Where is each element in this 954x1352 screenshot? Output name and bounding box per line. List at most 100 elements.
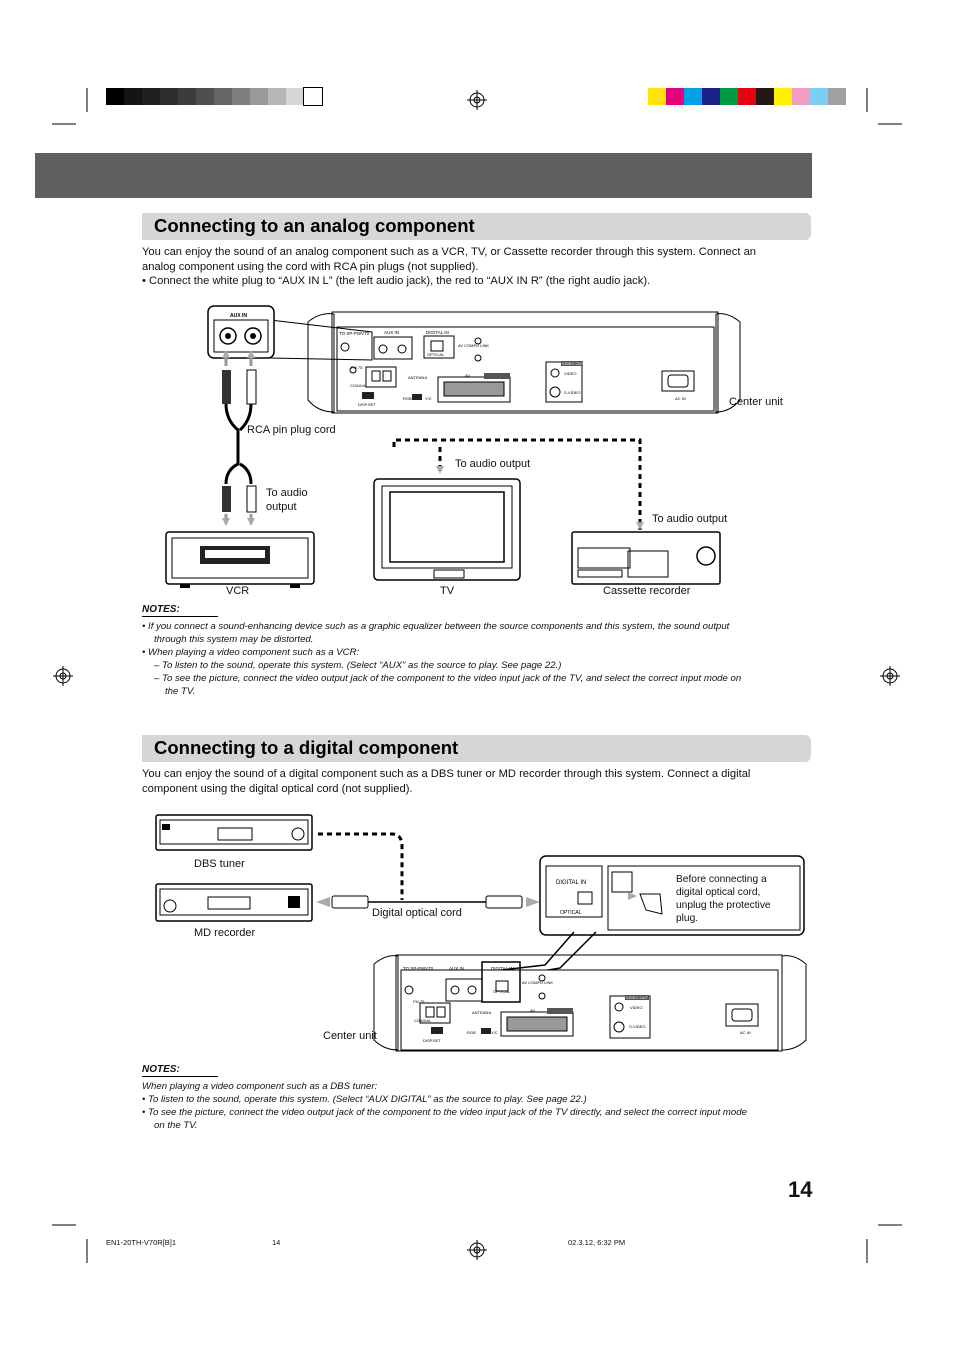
- color-swatch: [738, 88, 756, 105]
- svg-text:FM 75: FM 75: [413, 999, 425, 1004]
- vcr-audio-output-line-1: To audio: [266, 487, 308, 499]
- vcr-audio-output-label: To audio output: [266, 486, 308, 514]
- cassette-audio-output-label: To audio output: [652, 513, 728, 525]
- digital-section-bar: Connecting to a digital component: [142, 735, 811, 762]
- digital-note-1: • To listen to the sound, operate this s…: [142, 1094, 587, 1105]
- analog-intro-line-2: analog component using the cord with RCA…: [142, 260, 479, 273]
- footer-date: 02.3.12, 6:32 PM: [568, 1238, 626, 1247]
- svg-text:VIDEO: VIDEO: [564, 371, 576, 376]
- gray-swatch: [160, 88, 178, 105]
- svg-text:AV COMPU LINK: AV COMPU LINK: [458, 343, 489, 348]
- gray-swatch: [250, 88, 268, 105]
- analog-note-2a: – To listen to the sound, operate this s…: [154, 660, 562, 671]
- svg-text:OPTICAL: OPTICAL: [493, 989, 511, 994]
- digital-intro-line-2: component using the digital optical cord…: [142, 782, 413, 795]
- svg-text:AUX IN: AUX IN: [230, 313, 247, 319]
- svg-text:VIDEO OUT: VIDEO OUT: [626, 995, 649, 1000]
- header-band: [35, 153, 812, 198]
- gray-swatch: [286, 88, 304, 105]
- color-swatch: [720, 88, 738, 105]
- tv-audio-output-label: To audio output: [455, 458, 531, 470]
- rca-cord-label: RCA pin plug cord: [247, 424, 336, 436]
- md-recorder-label: MD recorder: [194, 927, 256, 939]
- analog-notes-rule: [142, 616, 218, 617]
- svg-text:OPTICAL: OPTICAL: [560, 910, 582, 916]
- gray-swatch: [142, 88, 160, 105]
- cassette-recorder-illustration: [571, 531, 721, 585]
- digital-notes-rule: [142, 1076, 218, 1077]
- digital-note-2-cont: on the TV.: [154, 1120, 198, 1131]
- color-swatch: [774, 88, 792, 105]
- aux-in-callout: AUX IN: [207, 305, 373, 361]
- gray-swatch: [124, 88, 142, 105]
- gray-swatch: [106, 88, 124, 105]
- digital-in-callout: DIGITAL IN OPTICAL: [501, 855, 805, 976]
- analog-note-2b-cont: the TV.: [165, 686, 196, 697]
- digital-notes-title: NOTES:: [142, 1064, 180, 1075]
- color-swatch: [810, 88, 828, 105]
- svg-text:RGB: RGB: [467, 1030, 476, 1035]
- digital-note-2: • To see the picture, connect the video …: [142, 1107, 747, 1118]
- analog-section-title: Connecting to an analog component: [154, 215, 475, 236]
- color-swatch: [666, 88, 684, 105]
- footer-page: 14: [272, 1238, 281, 1247]
- vcr-audio-output-line-2: output: [266, 501, 297, 513]
- tv-dashed-line: [392, 438, 642, 447]
- gray-swatch: [178, 88, 196, 105]
- center-unit-label-digital: Center unit: [323, 1030, 377, 1042]
- color-swatch: [702, 88, 720, 105]
- color-swatch: [792, 88, 810, 105]
- svg-text:S-VIDEO: S-VIDEO: [629, 1024, 645, 1029]
- svg-text:COAXIAL: COAXIAL: [414, 1018, 432, 1023]
- analog-note-2b: – To see the picture, connect the video …: [154, 673, 742, 684]
- gray-swatch: [303, 87, 323, 106]
- svg-text:OPTICAL: OPTICAL: [427, 352, 445, 357]
- svg-text:DISP.SET: DISP.SET: [358, 402, 376, 407]
- tv-label: TV: [440, 585, 455, 597]
- vcr-illustration: [165, 531, 315, 588]
- analog-notes-title: NOTES:: [142, 604, 180, 615]
- dbs-tuner-label: DBS tuner: [194, 858, 245, 870]
- dbs-tuner-illustration: [155, 814, 313, 851]
- digital-optical-cord: [316, 895, 540, 909]
- svg-text:DIGITAL IN: DIGITAL IN: [556, 880, 586, 886]
- analog-note-1: • If you connect a sound-enhancing devic…: [142, 621, 730, 632]
- svg-text:AUX IN: AUX IN: [449, 966, 464, 971]
- color-swatch: [684, 88, 702, 105]
- tv-illustration: [373, 478, 521, 581]
- svg-text:AV COMPU LINK: AV COMPU LINK: [522, 980, 553, 985]
- digital-intro: You can enjoy the sound of a digital com…: [142, 767, 806, 796]
- analog-intro-line-1: You can enjoy the sound of an analog com…: [142, 246, 757, 258]
- registration-mark-bottom: [467, 1240, 487, 1260]
- digital-intro-line-1: You can enjoy the sound of a digital com…: [142, 768, 751, 780]
- color-swatch: [756, 88, 774, 105]
- svg-text:TO SP-PWV70: TO SP-PWV70: [339, 331, 370, 336]
- protective-plug-line-1: Before connecting a: [676, 874, 767, 885]
- svg-text:DIGITAL IN: DIGITAL IN: [491, 966, 514, 971]
- gray-swatch: [268, 88, 286, 105]
- registration-mark-top: [467, 90, 487, 110]
- optical-cord-label: Digital optical cord: [372, 907, 462, 919]
- digital-note-intro: When playing a video component such as a…: [142, 1081, 378, 1092]
- analog-intro: You can enjoy the sound of an analog com…: [142, 245, 806, 289]
- svg-text:ANTENNA: ANTENNA: [472, 1010, 491, 1015]
- analog-note-1-cont: through this system may be distorted.: [154, 634, 314, 645]
- svg-text:AUX IN: AUX IN: [384, 330, 399, 335]
- svg-text:VIDEO: VIDEO: [630, 1005, 642, 1010]
- svg-text:Y/C: Y/C: [491, 1030, 498, 1035]
- dbs-dashed-line: [318, 832, 404, 900]
- protective-plug-instruction: Before connecting a digital optical cord…: [676, 873, 771, 925]
- gray-swatch: [196, 88, 214, 105]
- center-unit-label: Center unit: [729, 396, 783, 408]
- page-number: 14: [788, 1177, 813, 1202]
- vcr-label: VCR: [226, 585, 250, 597]
- svg-text:S-VIDEO: S-VIDEO: [564, 390, 580, 395]
- analog-note-2: • When playing a video component such as…: [142, 647, 360, 658]
- svg-text:RGB: RGB: [403, 396, 412, 401]
- svg-text:COAXIAL: COAXIAL: [350, 383, 368, 388]
- center-unit-rear-panel-digital: TO SP-PWV70 AUX IN DIGITAL IN OPTICAL AV…: [373, 954, 807, 1052]
- svg-text:ANTENNA: ANTENNA: [408, 375, 427, 380]
